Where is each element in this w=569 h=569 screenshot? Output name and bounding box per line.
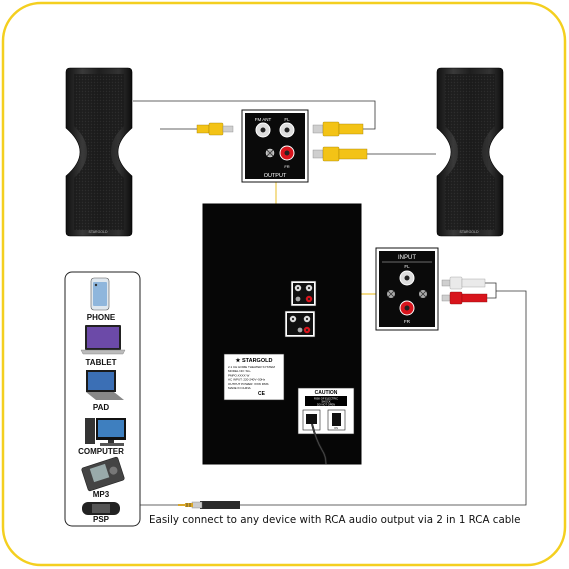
computer-icon — [85, 418, 126, 446]
output-panel: FM ANT FL FR OUTPUT — [241, 109, 309, 183]
caption-text: Easily connect to any device with RCA au… — [149, 514, 521, 526]
input-panel: INPUT FL FR — [375, 247, 439, 331]
switch-on-label: ON — [334, 427, 338, 430]
caution-line: RISK OF ELECTRIC — [314, 397, 338, 401]
output-fr-label: FR — [284, 164, 289, 169]
output-fm-ant-label: FM ANT — [255, 117, 272, 122]
spec-line: 2.1 CH HOME THEATER SYSTEM — [228, 365, 275, 369]
rca-plug-yellow-top-right — [312, 121, 364, 137]
device-label-psp: PSP — [92, 515, 109, 524]
spec-line: OUTPUT POWER: XXW RMS — [228, 382, 268, 386]
caution-line: DO NOT OPEN — [317, 403, 335, 407]
output-fl-label: FL — [284, 117, 290, 122]
input-title: INPUT — [398, 255, 416, 261]
device-label-phone: PHONE — [86, 313, 116, 322]
caution-line: SHOCK — [321, 400, 330, 404]
input-fl-label: FL — [404, 264, 410, 269]
device-label-tablet: TABLET — [85, 358, 117, 367]
rca-plug-red — [441, 291, 488, 305]
spec-line: MADE IN CHINA — [228, 386, 251, 390]
pad-icon — [86, 370, 124, 400]
device-label-pad: PAD — [92, 403, 110, 412]
spec-line: MODEL NO: SG- — [228, 369, 251, 373]
psp-icon — [82, 502, 120, 515]
ce-mark: CE — [258, 391, 266, 397]
rca-plug-yellow-left — [196, 122, 234, 136]
aux-jack-plug — [178, 501, 240, 509]
wires — [133, 100, 527, 506]
rca-plug-yellow-bottom-right — [312, 146, 368, 162]
right-speaker: STARGOLD — [436, 67, 504, 237]
input-fr-label: FR — [404, 319, 411, 324]
output-title: OUTPUT — [264, 173, 287, 179]
phone-icon — [90, 277, 110, 311]
caution-title: CAUTION — [315, 390, 338, 396]
subwoofer-back-panel: ★ STARGOLD 2.1 CH HOME THEATER SYSTEMMOD… — [202, 203, 362, 465]
left-speaker: STARGOLD — [65, 67, 133, 237]
left-speaker-brand: STARGOLD — [89, 230, 108, 234]
rca-plug-white — [441, 276, 486, 290]
device-label-mp3: MP3 — [92, 490, 110, 499]
spec-label — [223, 353, 285, 401]
spec-line: PMPO:XXXX W — [228, 373, 250, 377]
mp3-icon — [81, 456, 125, 492]
device-label-computer: COMPUTER — [78, 447, 124, 456]
right-speaker-brand: STARGOLD — [460, 230, 479, 234]
tablet-icon — [80, 325, 126, 355]
spec-brand: ★ STARGOLD — [236, 357, 273, 364]
spec-line: AC INPUT: 220-240V~50Hz — [228, 378, 266, 382]
